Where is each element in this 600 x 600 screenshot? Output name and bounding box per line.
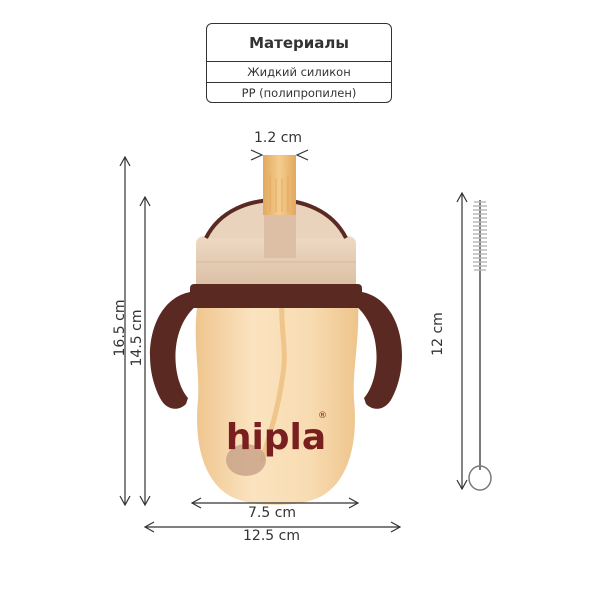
brand-logo: hipla <box>226 417 326 458</box>
registered-mark: ® <box>318 411 327 421</box>
cap <box>196 236 356 284</box>
cleaning-brush <box>468 200 492 491</box>
total-width-label: 12.5 cm <box>243 528 300 544</box>
brush-length-label: 12 cm <box>430 312 446 356</box>
straw-width-label: 1.2 cm <box>254 130 303 146</box>
total-height-label: 16.5 cm <box>112 299 128 357</box>
body-height-label: 14.5 cm <box>129 309 145 367</box>
dimension-lines <box>119 149 468 533</box>
inner-straw <box>259 297 287 463</box>
collar-ring <box>190 284 362 308</box>
materials-title: Материалы <box>207 24 391 62</box>
straw-top <box>263 155 296 215</box>
handle-right <box>356 292 402 409</box>
material-row: PP (полипропилен) <box>207 82 391 102</box>
material-row: Жидкий силикон <box>247 65 351 79</box>
handle-left <box>150 292 196 409</box>
base-width-label: 7.5 cm <box>248 505 297 521</box>
materials-table: Материалы Жидкий силикон PP (полипропиле… <box>206 23 392 103</box>
